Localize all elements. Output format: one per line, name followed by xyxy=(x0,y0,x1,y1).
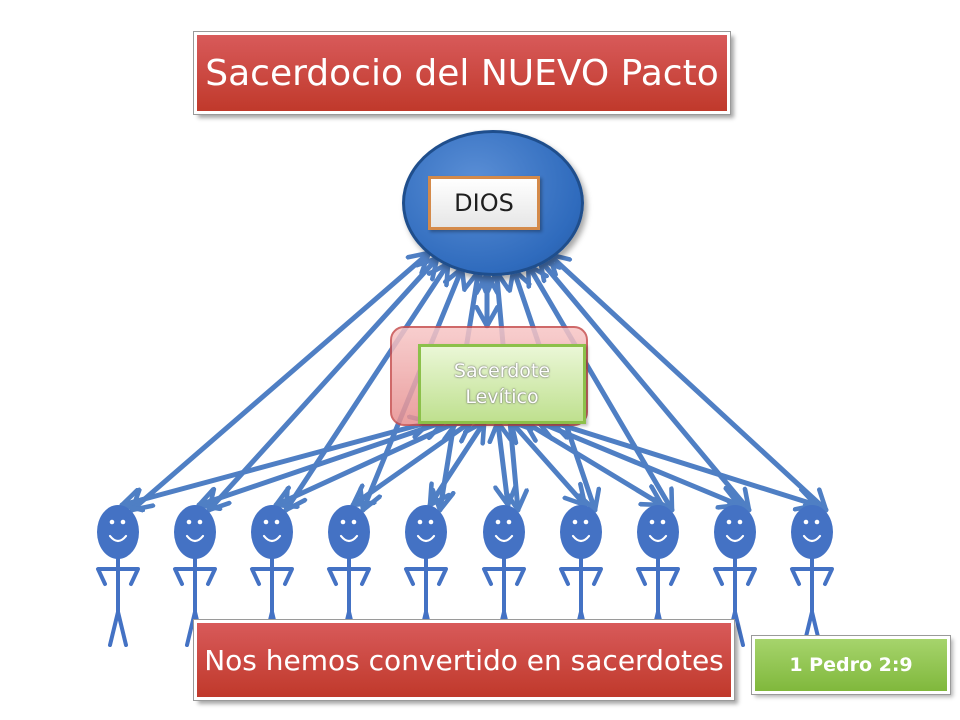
person-eye-right xyxy=(506,519,512,525)
scripture-reference-badge: 1 Pedro 2:9 xyxy=(751,635,951,695)
person-eye-right xyxy=(737,519,743,525)
person-smile xyxy=(725,534,745,543)
person-eye-right xyxy=(660,519,666,525)
person-smile xyxy=(262,534,282,543)
arrow-person-1-to-dios xyxy=(129,250,432,513)
person-eye-left xyxy=(186,519,192,525)
person-head xyxy=(251,505,293,559)
person-head xyxy=(637,505,679,559)
levitical-priest-node: Sacerdote Levítico xyxy=(418,344,586,424)
title-text: Sacerdocio del NUEVO Pacto xyxy=(205,52,719,94)
person-eye-left xyxy=(803,519,809,525)
dios-label-box: DIOS xyxy=(428,176,540,230)
person-arms xyxy=(250,567,294,586)
person-eye-left xyxy=(109,519,115,525)
person-eye-right xyxy=(197,519,203,525)
person-arms xyxy=(173,567,217,586)
arrow-person-2-to-priest xyxy=(196,422,447,505)
arrow-person-10-to-dios xyxy=(546,251,829,513)
person-smile xyxy=(416,534,436,543)
person-arms xyxy=(636,567,680,586)
person-arms xyxy=(96,567,140,586)
person-legs xyxy=(802,610,822,647)
person-10-icon xyxy=(790,505,834,647)
person-smile xyxy=(648,534,668,543)
person-head xyxy=(714,505,756,559)
levitical-priest-line-2: Levítico xyxy=(465,386,539,408)
person-eye-left xyxy=(340,519,346,525)
person-legs xyxy=(108,610,128,647)
person-arms xyxy=(790,567,834,586)
person-eye-left xyxy=(263,519,269,525)
person-smile xyxy=(185,534,205,543)
person-smile xyxy=(571,534,591,543)
person-eye-right xyxy=(428,519,434,525)
person-head xyxy=(791,505,833,559)
person-head xyxy=(328,505,370,559)
person-head xyxy=(405,505,447,559)
person-head xyxy=(560,505,602,559)
person-arms xyxy=(482,567,526,586)
person-eye-left xyxy=(417,519,423,525)
person-eye-right xyxy=(274,519,280,525)
person-arms xyxy=(713,567,757,586)
person-head xyxy=(97,505,139,559)
person-smile xyxy=(108,534,128,543)
person-eye-right xyxy=(351,519,357,525)
caption-banner: Nos hemos convertido en sacerdotes xyxy=(193,619,735,701)
person-smile xyxy=(339,534,359,543)
dios-label: DIOS xyxy=(454,189,514,217)
person-3-icon xyxy=(250,505,294,647)
person-arms xyxy=(327,567,371,586)
person-5-icon xyxy=(404,505,448,647)
person-head xyxy=(174,505,216,559)
scripture-reference: 1 Pedro 2:9 xyxy=(789,654,913,676)
person-eye-left xyxy=(649,519,655,525)
person-eye-left xyxy=(495,519,501,525)
arrow-person-10-to-priest xyxy=(549,422,819,505)
person-smile xyxy=(802,534,822,543)
person-arms xyxy=(404,567,448,586)
title-banner: Sacerdocio del NUEVO Pacto xyxy=(193,31,731,115)
person-head xyxy=(483,505,525,559)
person-eye-right xyxy=(583,519,589,525)
arrow-person-6-to-priest xyxy=(498,419,508,508)
person-eye-left xyxy=(572,519,578,525)
person-smile xyxy=(494,534,514,543)
person-eye-left xyxy=(726,519,732,525)
person-9-icon xyxy=(713,505,757,647)
person-eye-right xyxy=(814,519,820,525)
caption-text: Nos hemos convertido en sacerdotes xyxy=(204,643,724,677)
levitical-priest-line-1: Sacerdote xyxy=(453,360,551,382)
person-1-icon xyxy=(96,505,140,647)
person-eye-right xyxy=(120,519,126,525)
person-6-icon xyxy=(482,505,526,647)
arrow-person-5-to-priest xyxy=(427,419,487,508)
person-arms xyxy=(559,567,603,586)
